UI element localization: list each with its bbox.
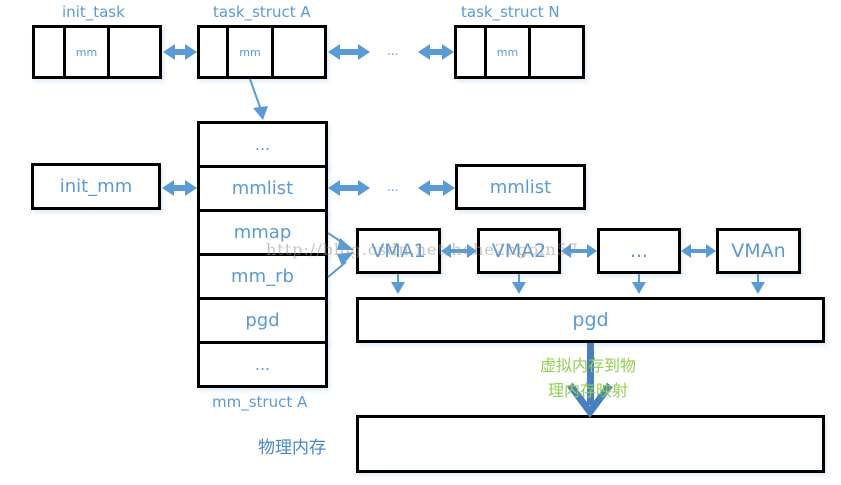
mmlist-ellipsis: ... <box>387 180 399 194</box>
vma-box-1: VMA1 <box>356 228 441 274</box>
mapping-arrow <box>567 343 613 418</box>
mm-field-label: mmlist <box>231 178 294 199</box>
down-arrow-icon <box>751 274 765 294</box>
task-a-mm-field: mm <box>226 28 274 76</box>
vma-box-n: VMAn <box>716 228 801 274</box>
double-arrow-icon <box>681 244 716 258</box>
task-n-mm-label: mm <box>496 45 519 59</box>
vma-label: ... <box>629 240 649 262</box>
task-ellipsis: ... <box>387 44 399 58</box>
mm-field-pgd: pgd <box>197 297 328 344</box>
vma-box-ellipsis: ... <box>597 228 681 274</box>
mapping-label-line-1: 虚拟内存到物 <box>540 356 637 375</box>
double-arrow-icon <box>441 244 477 258</box>
mm-struct-caption: mm_struct A <box>212 393 308 411</box>
task-a-box: mm <box>197 25 327 79</box>
watermark: http://blog.csdn.net/hehe2ngoin57 <box>266 240 579 259</box>
down-arrow-icon <box>391 274 405 294</box>
vma-label: VMAn <box>731 240 786 262</box>
double-arrow-icon <box>418 180 455 196</box>
down-arrow-icon <box>632 274 646 294</box>
task-a-title: task_struct A <box>213 3 311 21</box>
mm-field-label: ... <box>254 135 271 154</box>
init-task-box: mm <box>32 25 162 79</box>
mmlist-n-label: mmlist <box>489 176 552 198</box>
pgd-bar: pgd <box>356 297 825 343</box>
init-task-mm-field: mm <box>63 28 110 76</box>
task-a-mm-label: mm <box>239 45 261 59</box>
task-n-mm-field: mm <box>484 28 531 76</box>
mm-field-label: pgd <box>245 310 280 331</box>
mmap-to-vma-arrow <box>327 232 354 250</box>
mm-field-label: mmap <box>233 222 292 243</box>
mm-field-ellipsis-top: ... <box>197 121 328 168</box>
mm-rb-to-vma-arrow <box>327 252 354 278</box>
task-n-title: task_struct N <box>461 3 560 21</box>
physical-memory-label: 物理内存 <box>258 438 326 458</box>
mm-field-label: mm_rb <box>231 266 294 287</box>
double-arrow-icon <box>328 180 370 196</box>
vma-label: VMA2 <box>491 240 547 262</box>
init-task-mm-label: mm <box>75 45 98 59</box>
mm-field-label: ... <box>254 355 271 374</box>
init-mm-box: init_mm <box>31 163 161 210</box>
double-arrow-icon <box>418 44 454 60</box>
double-arrow-icon <box>328 44 370 60</box>
mm-field-mm-rb: mm_rb <box>197 253 328 300</box>
mmlist-n-box: mmlist <box>455 164 586 210</box>
mm-pointer-arrow <box>249 78 268 120</box>
pgd-bar-label: pgd <box>572 309 609 331</box>
double-arrow-icon <box>561 244 597 258</box>
init-mm-label: init_mm <box>59 176 133 197</box>
down-arrow-icon <box>512 274 526 294</box>
mapping-label-line-2: 理内存映射 <box>548 381 629 400</box>
vma-label: VMA1 <box>371 240 426 262</box>
vma-box-2: VMA2 <box>477 228 561 274</box>
double-arrow-icon <box>163 44 197 60</box>
task-n-box: mm <box>454 25 585 79</box>
mm-field-ellipsis-bottom: ... <box>197 341 328 388</box>
init-task-title: init_task <box>62 3 125 21</box>
double-arrow-icon <box>162 180 197 196</box>
physical-memory-box <box>356 415 825 473</box>
mm-field-mmlist: mmlist <box>197 165 328 212</box>
